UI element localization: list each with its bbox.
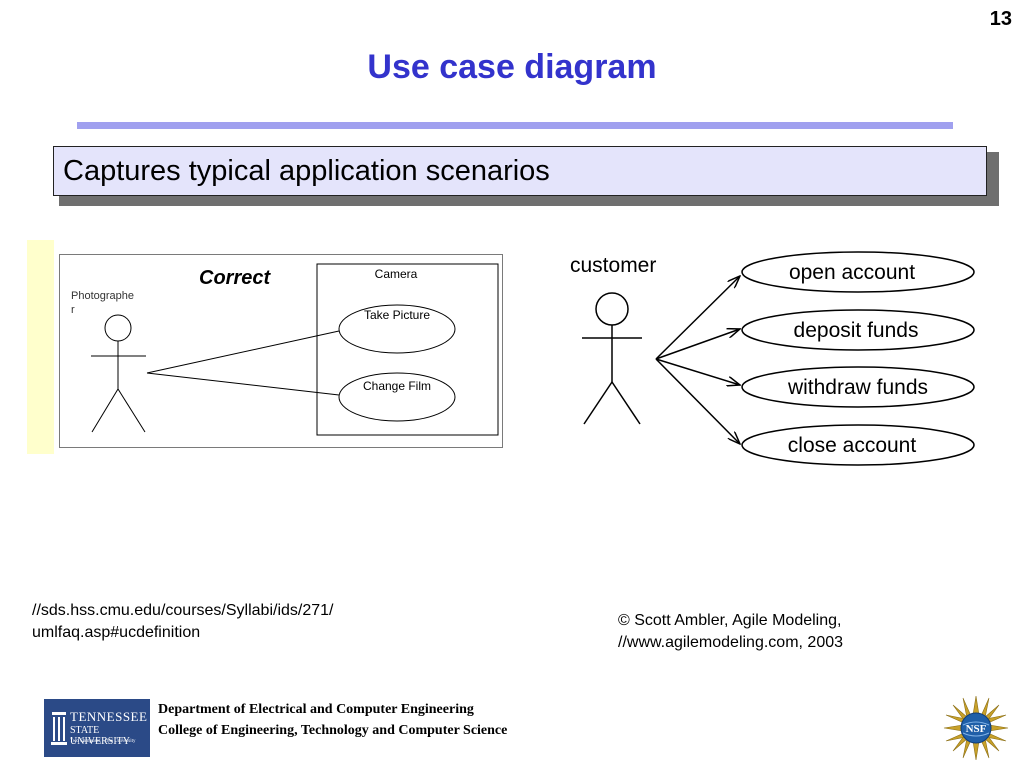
use-case-change-film	[338, 372, 456, 422]
nsf-logo-text: NSF	[966, 723, 987, 735]
use-case-take-picture-label: Take Picture	[364, 308, 430, 322]
tsu-logo-line3: Two Campuses · One University	[70, 739, 136, 744]
tsu-building-icon	[51, 712, 67, 745]
association-deposit-funds	[655, 329, 740, 360]
tsu-logo-line1: TENNESSEE	[70, 709, 148, 724]
association-change-film	[146, 372, 340, 396]
use-case-take-picture	[338, 304, 456, 354]
photographer-label-line1: Photographe	[71, 290, 134, 302]
left-reference-line1: //sds.hss.cmu.edu/courses/Syllabi/ids/27…	[32, 602, 334, 619]
right-reference-line2: //www.agilemodeling.com, 2003	[618, 634, 844, 651]
correct-label: Correct	[199, 267, 271, 289]
use-case-deposit-funds	[741, 309, 975, 351]
subtitle-box: Captures typical application scenarios	[53, 146, 987, 196]
left-use-case-diagram: Correct Photographe r Camera Take Pictur…	[59, 254, 503, 448]
department-name: Department of Electrical and Computer En…	[158, 702, 474, 717]
right-reference-line1: © Scott Ambler, Agile Modeling,	[618, 612, 842, 629]
slide-number: 13	[989, 8, 1012, 30]
slide-title: Use case diagram	[367, 48, 657, 86]
use-case-open-account	[741, 251, 975, 293]
photographer-label-line2: r	[71, 304, 75, 316]
association-open-account	[655, 276, 740, 360]
left-reference: //sds.hss.cmu.edu/courses/Syllabi/ids/27…	[32, 600, 333, 644]
association-close-account	[655, 358, 740, 444]
photographer-actor	[91, 314, 146, 433]
association-withdraw-funds	[655, 358, 740, 385]
right-use-case-diagram: customer open account deposit funds with…	[570, 251, 975, 466]
camera-system-label: Camera	[375, 267, 418, 281]
use-case-withdraw-funds-label: withdraw funds	[787, 376, 928, 399]
right-reference: © Scott Ambler, Agile Modeling, //www.ag…	[618, 610, 843, 654]
use-case-close-account	[741, 424, 975, 466]
use-case-deposit-funds-label: deposit funds	[794, 319, 919, 342]
college-name: College of Engineering, Technology and C…	[158, 723, 508, 738]
customer-actor	[582, 292, 642, 425]
highlight-strip	[27, 240, 54, 454]
nsf-logo: NSF	[943, 695, 1009, 761]
association-take-picture	[146, 330, 340, 374]
customer-associations	[655, 276, 740, 444]
tsu-logo-line2: STATE UNIVERSITY	[70, 725, 130, 747]
customer-label: customer	[570, 254, 656, 277]
left-reference-line2: umlfaq.asp#ucdefinition	[32, 624, 201, 641]
tennessee-state-university-logo: TENNESSEE STATE UNIVERSITY Two Campuses …	[44, 699, 150, 757]
use-case-change-film-label: Change Film	[363, 379, 431, 393]
use-case-close-account-label: close account	[788, 434, 917, 457]
use-case-withdraw-funds	[741, 366, 975, 408]
title-divider	[77, 122, 953, 129]
use-case-open-account-label: open account	[789, 261, 915, 284]
